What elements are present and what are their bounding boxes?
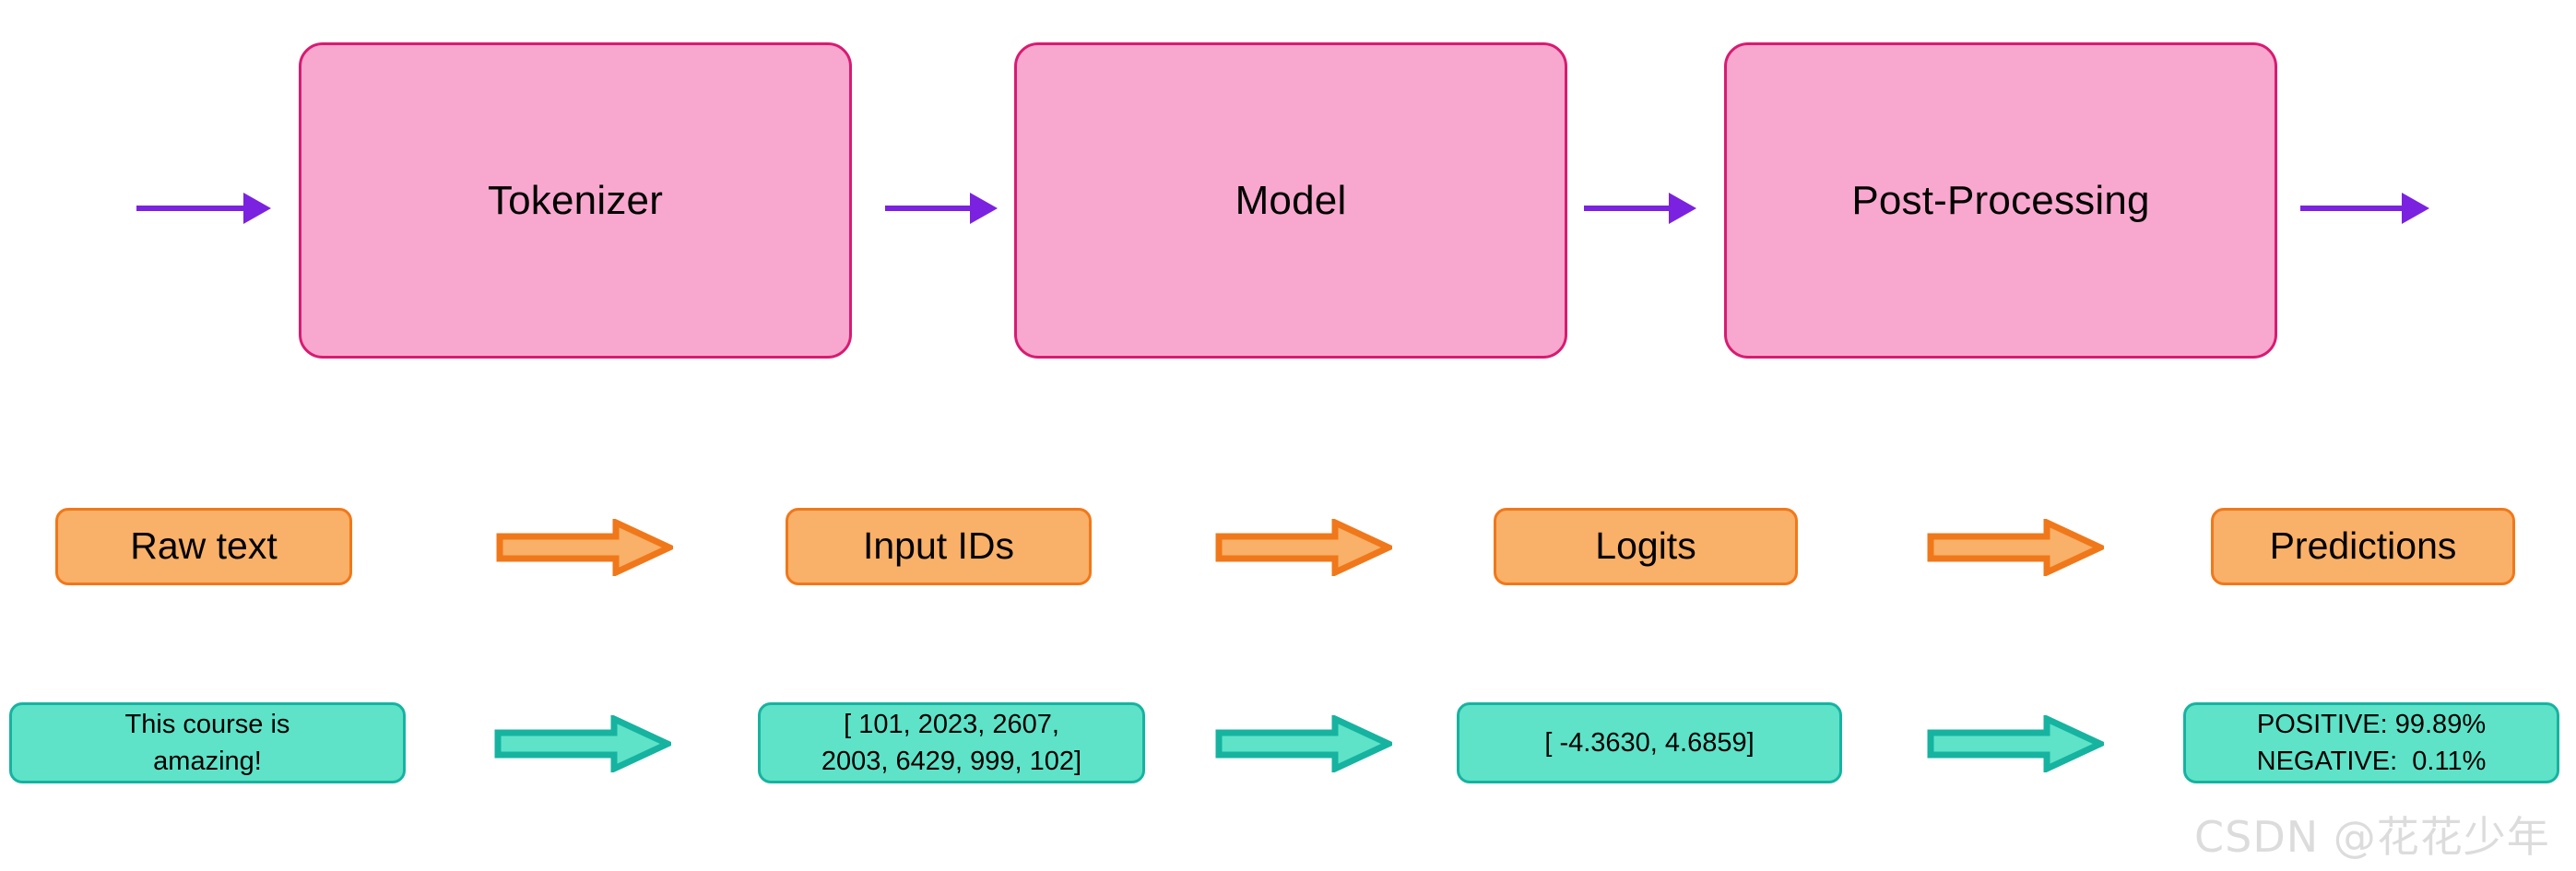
stage-label-logits-text: Logits [1595,524,1696,568]
pipeline-stage-model[interactable]: Model [1014,42,1567,359]
pipeline-stage-post-processing-label: Post-Processing [1851,177,2150,223]
stage-label-raw-text-text: Raw text [130,524,278,568]
stage-label-input-ids-text: Input IDs [862,524,1015,568]
stage-value-predictions-line-2: NEGATIVE: 0.11% [2256,747,2487,776]
arrow-rawtext-to-inputids-icon [496,519,673,576]
arrow-logits-to-predictions-icon [1927,519,2104,576]
stage-label-raw-text[interactable]: Raw text [55,508,352,585]
stage-value-raw-text-line-1: This course is [124,709,290,739]
stage-value-logits-line-1: [ -4.3630, 4.6859] [1544,727,1755,758]
arrow-inputids-to-logits-icon [1215,519,1392,576]
stage-value-logits[interactable]: [ -4.3630, 4.6859] [1457,702,1842,783]
stage-value-raw-text[interactable]: This course is amazing! [9,702,406,783]
stage-value-input-ids-line-1: [ 101, 2023, 2607, [844,709,1059,739]
stage-value-predictions[interactable]: POSITIVE: 99.89% NEGATIVE: 0.11% [2183,702,2559,783]
arrow-tokenizer-to-model-icon [885,192,998,225]
pipeline-stage-post-processing[interactable]: Post-Processing [1724,42,2277,359]
arrow-logits-to-preds-icon [1927,715,2104,772]
arrow-input-to-tokenizer-icon [136,192,271,225]
stage-value-input-ids[interactable]: [ 101, 2023, 2607, 2003, 6429, 999, 102] [758,702,1145,783]
pipeline-stage-tokenizer[interactable]: Tokenizer [299,42,852,359]
pipeline-stage-tokenizer-label: Tokenizer [487,177,664,223]
arrow-postprocessing-to-output-icon [2300,192,2429,225]
arrow-ids-to-logits-icon [1215,715,1392,772]
arrow-model-to-postprocessing-icon [1584,192,1696,225]
stage-label-predictions-text: Predictions [2269,524,2457,568]
stage-value-predictions-line-1: POSITIVE: 99.89% [2256,709,2487,739]
stage-value-raw-text-line-2: amazing! [153,747,262,776]
stage-value-input-ids-line-2: 2003, 6429, 999, 102] [821,747,1082,776]
stage-label-logits[interactable]: Logits [1494,508,1798,585]
pipeline-stage-model-label: Model [1235,177,1347,223]
stage-label-predictions[interactable]: Predictions [2211,508,2515,585]
stage-label-input-ids[interactable]: Input IDs [786,508,1092,585]
arrow-text-to-ids-icon [494,715,671,772]
csdn-watermark: CSDN @花花少年 [2194,812,2550,862]
